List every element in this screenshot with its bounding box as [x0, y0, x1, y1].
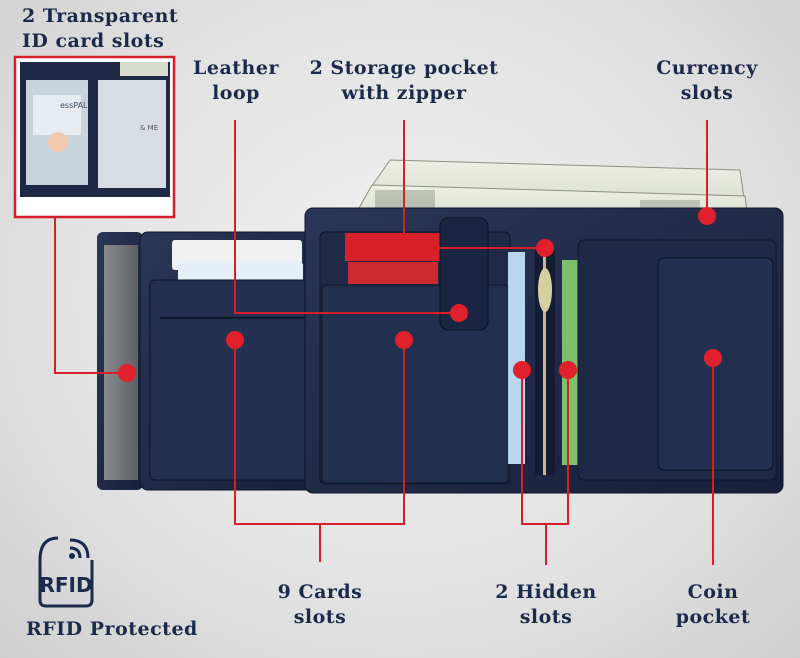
dot-currency-slots	[698, 207, 716, 225]
inset-brand-text: essPAL	[60, 101, 88, 110]
label-storage-pocket: 2 Storage pocket with zipper	[309, 57, 499, 104]
card-flap-panel	[139, 231, 321, 491]
dot-cards-left	[226, 331, 244, 349]
dot-hidden-right	[559, 361, 577, 379]
line-storage-pocket	[403, 120, 545, 249]
line-leather-loop	[234, 120, 459, 314]
label-hidden-slots: 2 Hidden slots	[495, 581, 597, 628]
label-id-slots: 2 Transparent ID card slots	[22, 5, 179, 52]
transparent-id-panel	[97, 232, 143, 490]
id-slots-inset: essPAL & ME	[13, 55, 176, 219]
callout-dots	[118, 207, 722, 382]
label-leather-loop: Leather loop	[193, 57, 279, 104]
dot-id-slots	[118, 364, 136, 382]
line-id-slots	[54, 217, 127, 374]
dot-coin-pocket	[704, 349, 722, 367]
inset-tiny-text: & ME	[140, 124, 158, 132]
dot-leather-loop	[450, 304, 468, 322]
dot-storage-pocket	[536, 239, 554, 257]
rfid-icon: RFID	[38, 536, 94, 608]
rfid-icon-text: RFID	[39, 573, 92, 597]
label-currency-slots: Currency slots	[656, 57, 758, 104]
wallet-main-body	[304, 207, 784, 494]
callout-lines	[54, 120, 714, 565]
dot-hidden-left	[513, 361, 531, 379]
dot-cards-right	[395, 331, 413, 349]
rfid-caption: RFID Protected	[26, 618, 198, 640]
label-coin-pocket: Coin pocket	[675, 581, 751, 628]
label-cards-slots: 9 Cards slots	[277, 581, 363, 628]
